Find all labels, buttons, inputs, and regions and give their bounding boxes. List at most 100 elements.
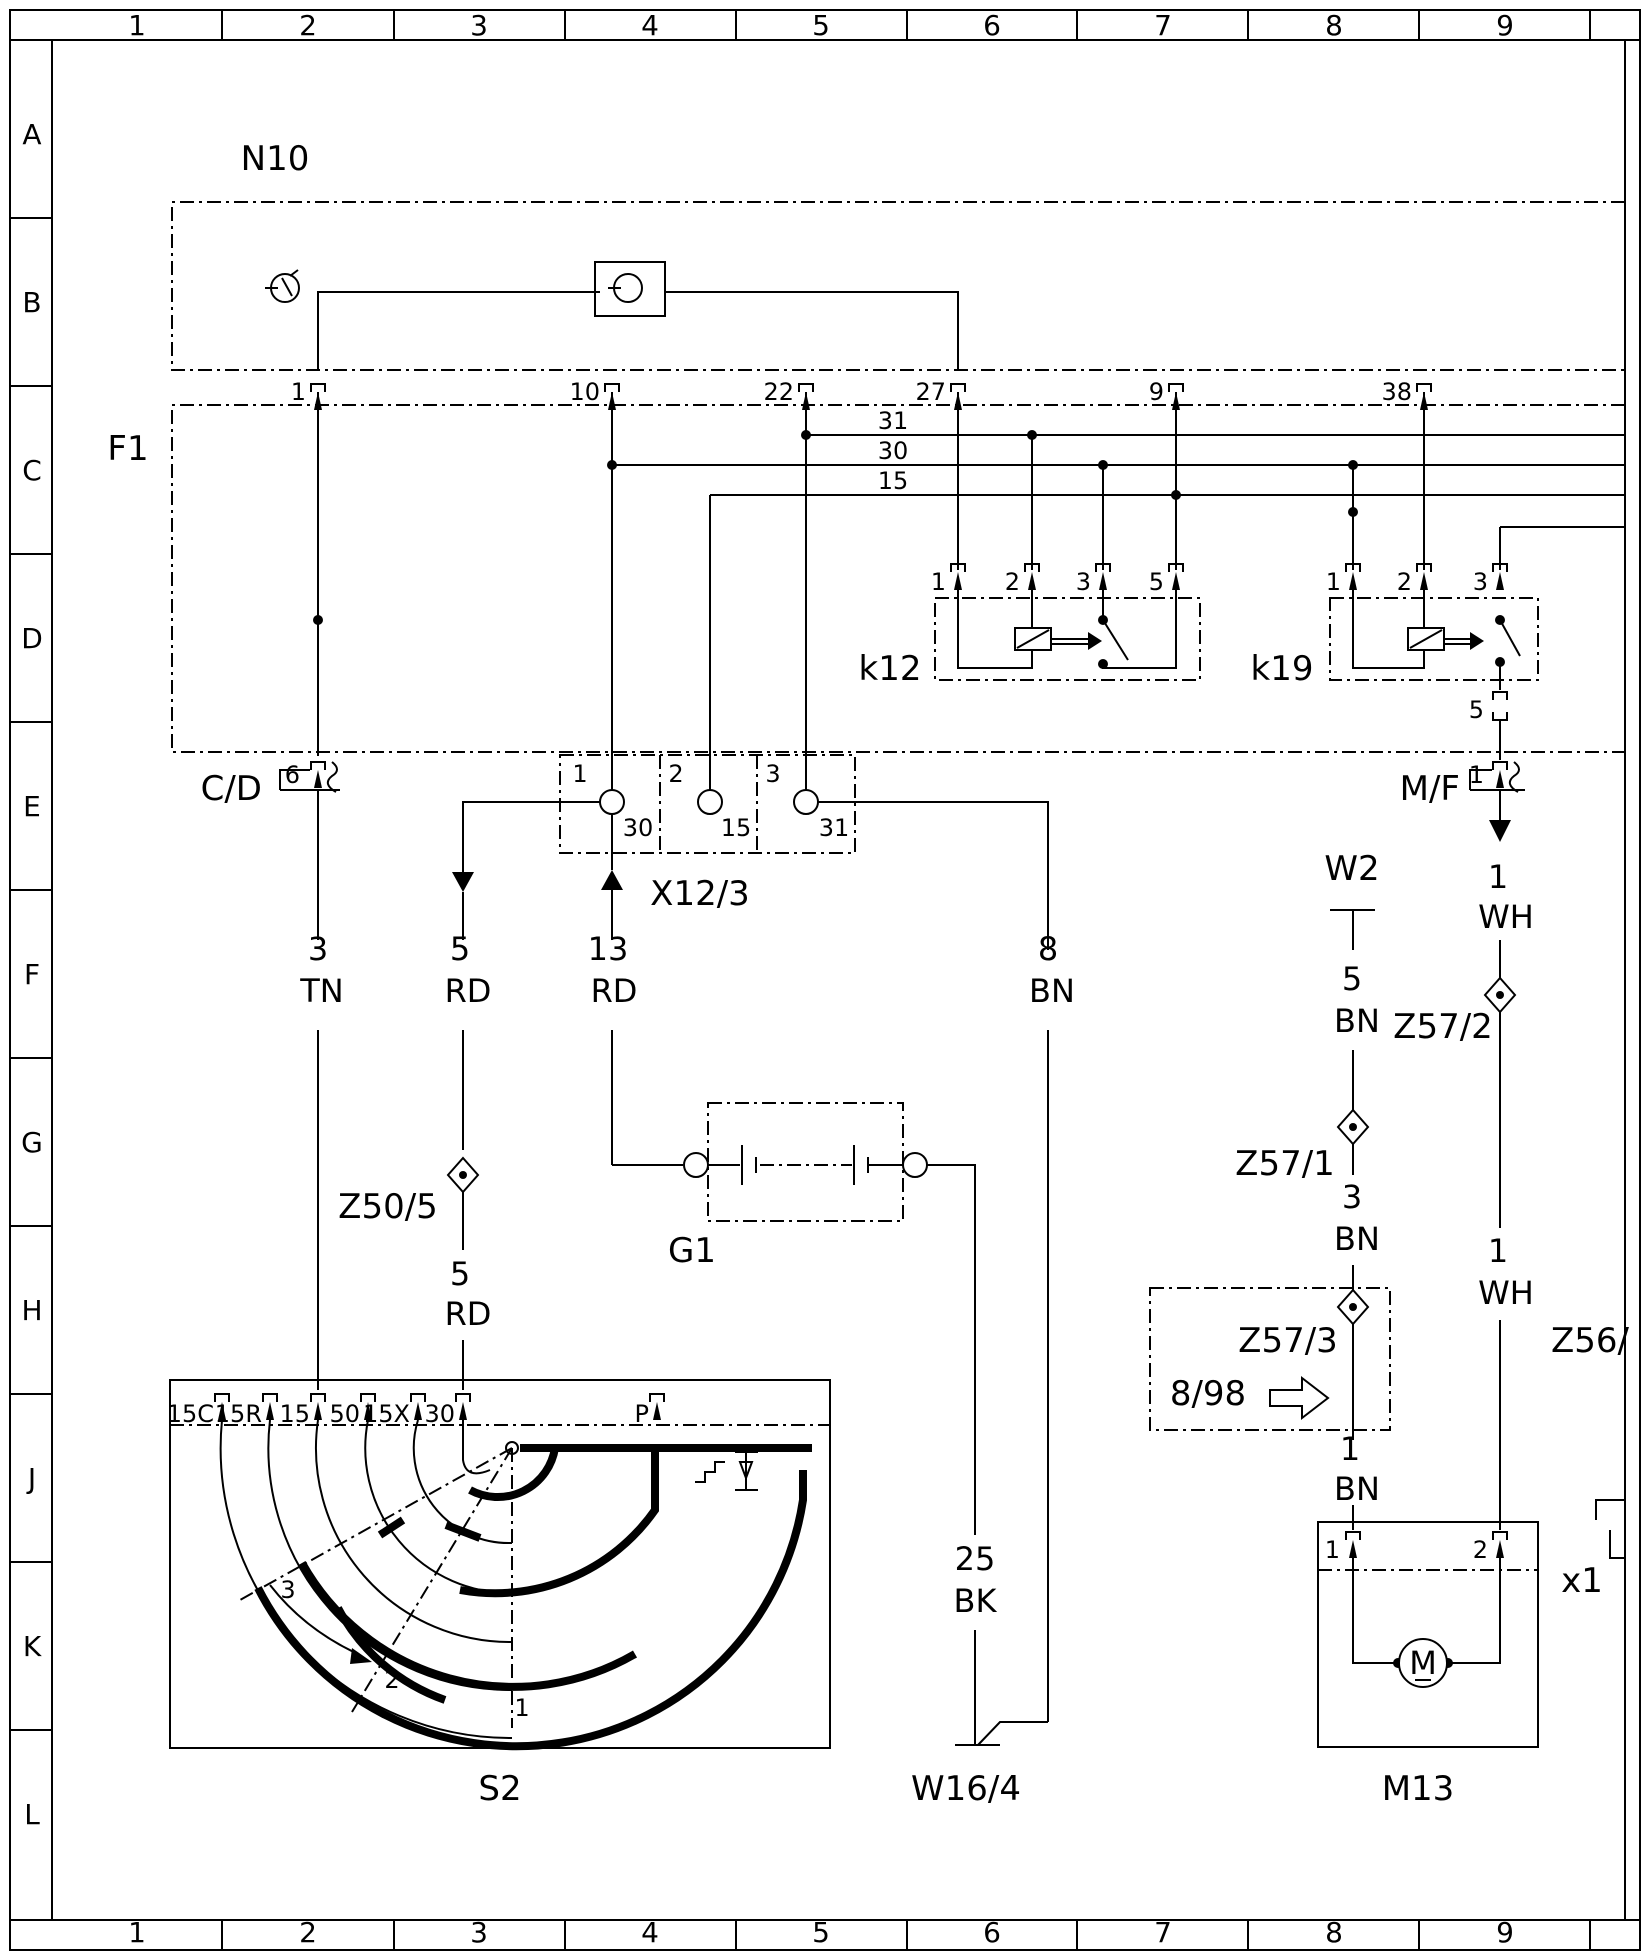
M13-pin: [1349, 1540, 1357, 1558]
grid-column-label: 4: [641, 9, 659, 42]
label-X12-3: X12/3: [650, 874, 750, 914]
wire-line: [1352, 590, 1425, 669]
grid-row-label: H: [21, 1294, 42, 1327]
S2-pin-label: P: [635, 1400, 649, 1428]
N10-pin-label: 38: [1381, 378, 1412, 406]
grid-row-label: E: [23, 790, 41, 823]
label-S2: S2: [478, 1769, 521, 1809]
S2-contact: [444, 1521, 482, 1542]
wire-label-13: 13: [588, 930, 629, 968]
wire-line: [1595, 1499, 1625, 1520]
motor-icon: M: [1409, 1644, 1437, 1682]
label-k12: k12: [859, 649, 922, 689]
N10-pin-label: 27: [915, 378, 946, 406]
S2-step-icon: [695, 1461, 725, 1483]
M13-pin: [1492, 1531, 1508, 1540]
grid-row-label: C: [22, 454, 42, 487]
S2-pin-label: 30: [424, 1400, 455, 1428]
S2-pin-label: 15: [279, 1400, 310, 1428]
terminal-15: [697, 789, 723, 815]
label-F1: F1: [107, 429, 148, 469]
wire-line: [1609, 1530, 1625, 1559]
S2-pin: [459, 1402, 467, 1420]
label-Z57-1: Z57/1: [1235, 1144, 1335, 1184]
k12-pin: [1172, 572, 1180, 590]
N10-pin: [310, 383, 326, 392]
S2-pin-label: 50: [329, 1400, 360, 1428]
S2-arc: [364, 1419, 513, 1595]
k19-pin: [1496, 572, 1504, 590]
label-N10: N10: [241, 139, 310, 179]
S2-position-3: 3: [280, 1576, 295, 1604]
diagram-lines: [9, 9, 1641, 1951]
label-Z57-2: Z57/2: [1393, 1007, 1493, 1047]
G1-outline: [707, 1102, 904, 1222]
ground-arrow: [1489, 820, 1511, 842]
connector-MF: [1469, 769, 1492, 790]
k19-pin-label: 3: [1473, 568, 1488, 596]
S2-contact: [334, 1606, 447, 1704]
grid-column-label: 7: [1154, 9, 1172, 42]
wire-label-WH: WH: [1478, 1274, 1534, 1312]
splice-Z57-3: [1349, 1303, 1357, 1311]
S2-pin-label: 15X: [363, 1400, 410, 1428]
S2-pin: [410, 1393, 426, 1402]
wire-label-TN: TN: [299, 972, 343, 1010]
wire-line: [239, 1447, 513, 1601]
k19-pin-label: 1: [1326, 568, 1341, 596]
k19-pin: [1416, 563, 1432, 572]
S2-contact: [468, 1447, 559, 1502]
grid-column-label: 6: [983, 1916, 1001, 1949]
N10-pin: [1416, 383, 1432, 392]
splice-Z57-1: [1349, 1123, 1357, 1131]
S2-pin: [414, 1402, 422, 1420]
wire-label-5: 5: [450, 1255, 470, 1293]
M13-pin-label: 1: [1325, 1536, 1340, 1564]
wire-label-5: 5: [450, 930, 470, 968]
label-W2: W2: [1324, 849, 1379, 889]
connector-MF-pin: [1496, 770, 1504, 788]
wire-line: [462, 801, 600, 880]
wire-label-BK: BK: [954, 1582, 998, 1620]
bus-label-31: 31: [878, 407, 909, 435]
grid-column-label: 3: [470, 1916, 488, 1949]
wire-line: [1448, 1558, 1501, 1664]
wire-label-1: 1: [1488, 858, 1508, 896]
S2-pin: [364, 1402, 372, 1420]
k19-pin: [1492, 563, 1508, 572]
reference-8-98: 8/98: [1170, 1374, 1246, 1414]
grid-column-label: 2: [299, 1916, 317, 1949]
S2-pin: [218, 1402, 226, 1420]
k12-pin-label: 3: [1076, 568, 1091, 596]
grid-row-label: B: [22, 286, 41, 319]
relay-arrow: [1088, 632, 1102, 650]
wire-label-RD: RD: [591, 972, 638, 1010]
k12-pin: [954, 572, 962, 590]
grid-row-label: L: [24, 1798, 40, 1831]
N10-pin: [798, 383, 814, 392]
X12-3-pin-label: 3: [765, 760, 780, 788]
wire-line: [665, 291, 959, 370]
S2-pin: [262, 1393, 278, 1402]
G1-terminal: [683, 1152, 709, 1178]
relay-coil: [1409, 629, 1443, 649]
X12-3-pin-label: 1: [572, 760, 587, 788]
k12-pin: [950, 563, 966, 572]
label-x1: x1: [1561, 1561, 1603, 1601]
S2-pin: [310, 1393, 326, 1402]
wire-label-BN: BN: [1334, 1002, 1380, 1040]
S2-pin: [266, 1402, 274, 1420]
label-G1: G1: [668, 1231, 716, 1271]
connector-CD-pin: [310, 761, 326, 770]
grid-column-label: 5: [812, 1916, 830, 1949]
k12-pin: [1028, 572, 1036, 590]
grid-column-label: 3: [470, 9, 488, 42]
X12-3-pin-label: 15: [721, 814, 752, 842]
S2-contact: [459, 1448, 659, 1598]
F1-outline: [171, 404, 1625, 753]
k12-pin-label: 1: [931, 568, 946, 596]
wire-line: [1352, 1558, 1398, 1664]
k19-pin: [1492, 691, 1508, 700]
N10-pin-label: 22: [763, 378, 794, 406]
